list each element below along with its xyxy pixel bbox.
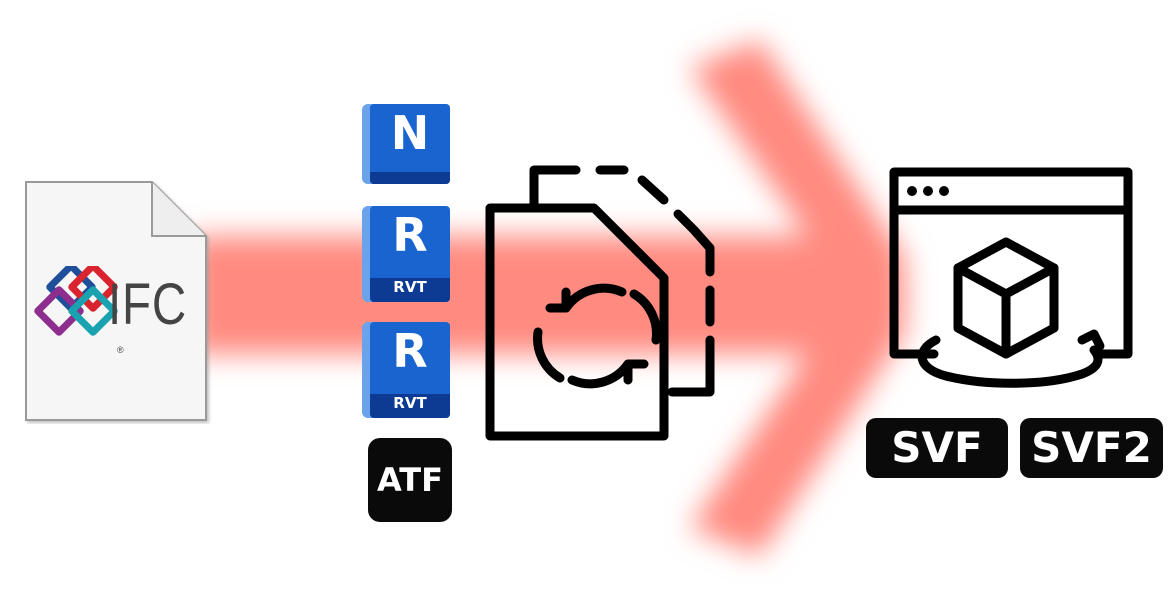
tile-subtext: RVT — [393, 394, 427, 412]
svf-badge: SVF — [866, 418, 1008, 478]
tile-letter: N — [390, 106, 430, 160]
document-icon — [25, 181, 207, 421]
tile-subtext: RVT — [393, 278, 427, 296]
tile-letter: R — [392, 208, 428, 262]
window-dots — [907, 186, 949, 196]
ifc-label: IFC — [108, 272, 188, 337]
svf2-badge: SVF2 — [1020, 418, 1163, 478]
ifc-logo-icon — [34, 266, 118, 336]
3d-viewer-window-icon — [889, 167, 1133, 388]
revit-icon: R RVT — [362, 206, 452, 302]
navisworks-icon: N — [362, 104, 452, 186]
tile-letter: R — [392, 324, 428, 378]
file-sync-icon — [485, 165, 715, 441]
revit-icon: R RVT — [362, 322, 452, 418]
trademark-symbol: ® — [117, 345, 124, 355]
atf-icon: ATF — [368, 438, 452, 522]
ifc-file — [22, 178, 212, 424]
